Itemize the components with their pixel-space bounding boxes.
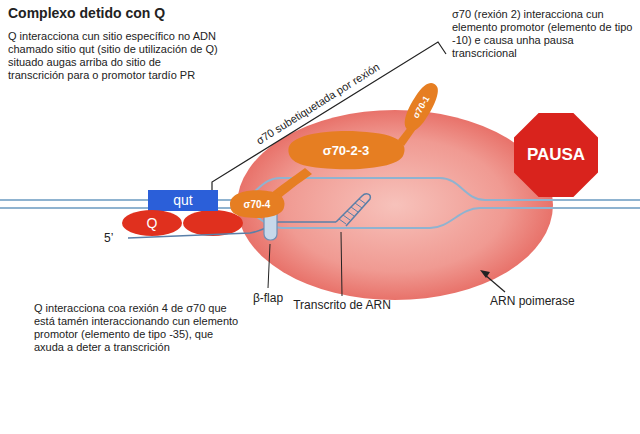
q-protein [183,210,243,236]
base-pair [339,219,346,224]
qut-site: qut [148,190,218,211]
part-label: Transcrito de ARN [293,298,391,313]
part-label: ARN poimerase [490,294,575,309]
leader-line [268,244,270,288]
pause-sign: PAUSA [514,113,598,197]
note: σ70 (rexión 2) interacciona cun elemento… [452,8,635,60]
part-label: β-flap [253,291,283,306]
note: Q interacciona cun sitio específico no A… [8,30,220,82]
node-label: qut [173,192,192,208]
bracket [212,42,446,190]
node-label: σ70-2-3 [323,143,369,158]
arrowhead [480,270,490,278]
base-pair [355,203,362,208]
rna-hairpin-pairs [339,199,366,224]
sigma-region: σ70-2-3 [282,128,410,172]
leader-arrow [484,274,505,292]
base-pair [359,199,366,204]
dna-strand [0,208,640,228]
node-label: Q [147,215,158,231]
q-protein: Q [122,210,182,236]
leader-line [341,232,342,296]
sigma-region: σ70-4 [227,188,287,220]
base-pair [343,215,350,220]
title: Complexo detido con Q [8,5,165,22]
base-pair [351,207,358,212]
rna-hairpin [336,194,370,226]
end-label: 5’ [104,231,113,246]
base-pair [347,211,354,216]
node-label: σ70-4 [244,199,271,210]
node-label: PAUSA [527,145,585,165]
note: Q interacciona coa rexión 4 de σ70 que e… [34,302,240,354]
